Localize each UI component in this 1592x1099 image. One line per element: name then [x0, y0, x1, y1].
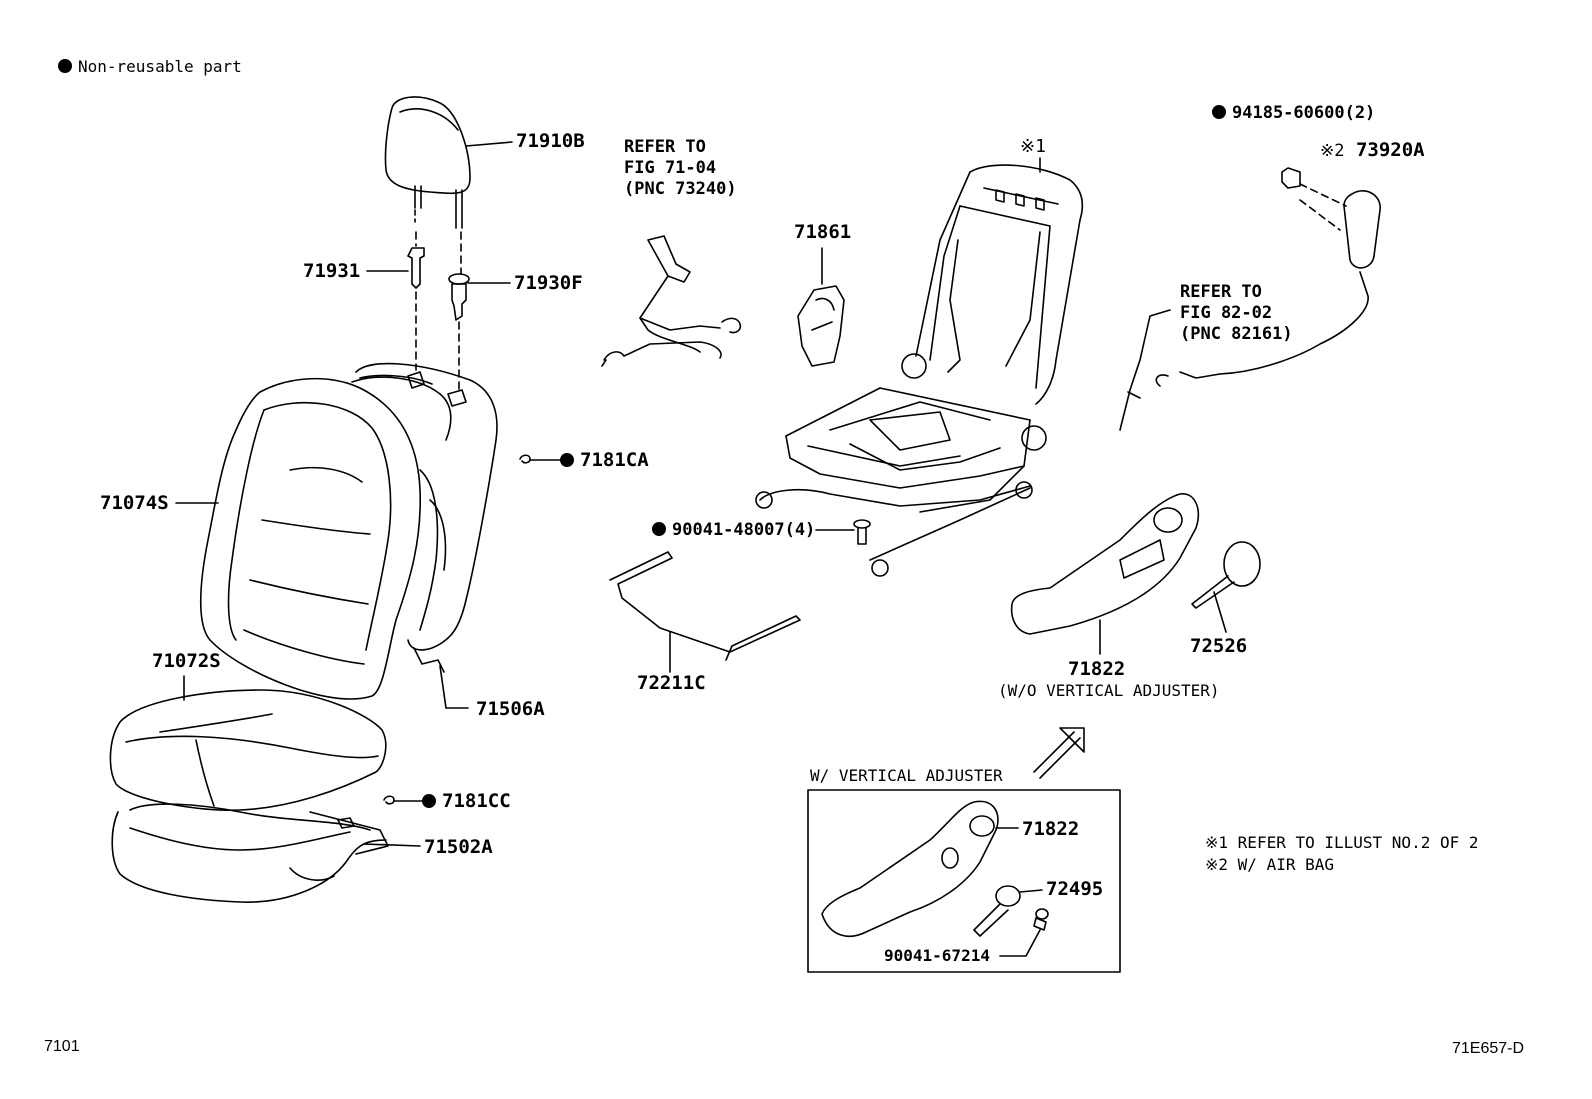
headrest-supports-drawing — [366, 231, 511, 393]
reference-seatbelt: REFER TO FIG 71-04 (PNC 73240) — [624, 137, 737, 200]
part-label-71074S: 71074S — [100, 492, 169, 514]
bolt-drawing — [815, 519, 871, 545]
part-number: 90041-48007(4) — [672, 520, 816, 540]
hog-ring-lower — [383, 795, 423, 805]
part-label-73920A: ※2 73920A — [1320, 141, 1425, 160]
part-label-71072S: 71072S — [152, 650, 221, 672]
part-label-72495: 72495 — [1046, 878, 1104, 900]
part-label-71930F: 71930F — [514, 272, 583, 294]
reference-line: FIG 82-02 — [1180, 303, 1273, 323]
part-label-71861: 71861 — [794, 221, 852, 243]
non-reusable-marker-icon — [58, 59, 72, 73]
part-number: 73920A — [1355, 139, 1425, 161]
legend-text: Non-reusable part — [78, 57, 242, 76]
inset-title: W/ VERTICAL ADJUSTER — [810, 766, 1003, 785]
inset-shield-drawing — [821, 800, 1049, 957]
knob-drawing — [1191, 541, 1261, 633]
non-reusable-marker-icon — [652, 522, 666, 536]
part-label-71822-inset: 71822 — [1022, 818, 1080, 840]
reference-line: REFER TO — [624, 137, 706, 157]
arrow-to-inset — [1033, 727, 1085, 779]
part-label-71931: 71931 — [303, 260, 361, 282]
part-number: 7181CC — [442, 790, 511, 812]
part-label-7181CC: 7181CC — [422, 792, 511, 811]
non-reusable-marker-icon — [422, 794, 436, 808]
part-number: 94185-60600(2) — [1232, 103, 1376, 123]
seatback-drawing — [175, 362, 498, 709]
part-label-71506A: 71506A — [476, 698, 545, 720]
hog-ring-upper — [519, 454, 561, 464]
airbag-note-mark: ※2 — [1320, 141, 1345, 161]
part-label-71822: 71822 — [1068, 658, 1126, 680]
diagram-code: 71E657-D — [1452, 1040, 1525, 1057]
airbag-drawing — [1155, 167, 1381, 387]
reference-line: (PNC 82161) — [1180, 324, 1293, 344]
non-reusable-marker-icon — [560, 453, 574, 467]
wiring-drawing — [1119, 309, 1171, 431]
part-label-72526: 72526 — [1190, 635, 1248, 657]
part-label-72211C: 72211C — [637, 672, 706, 694]
non-reusable-marker-icon — [1212, 105, 1226, 119]
reference-wiring: REFER TO FIG 82-02 (PNC 82161) — [1180, 282, 1293, 345]
part-label-71910B: 71910B — [516, 130, 585, 152]
footnotes: ※1 REFER TO ILLUST NO.2 OF 2 ※2 W/ AIR B… — [1205, 832, 1479, 877]
seat-cushion-drawing — [109, 675, 421, 903]
part-label-90041-48007: 90041-48007(4) — [652, 522, 815, 539]
seatbelt-buckle-drawing — [601, 235, 742, 367]
footnote-1: ※1 REFER TO ILLUST NO.2 OF 2 — [1205, 833, 1479, 852]
illustration-number: 7101 — [44, 1038, 80, 1055]
part-label-71822-note: (W/O VERTICAL ADJUSTER) — [998, 681, 1220, 700]
part-label-94185-60600: 94185-60600(2) — [1212, 105, 1375, 122]
footnote-2: ※2 W/ AIR BAG — [1205, 855, 1334, 875]
part-label-90041-67214: 90041-67214 — [884, 946, 990, 965]
reference-line: FIG 71-04 — [624, 158, 717, 178]
part-label-7181CA: 7181CA — [560, 451, 649, 470]
side-shield-drawing — [1010, 493, 1200, 655]
reference-line: (PNC 73240) — [624, 179, 737, 199]
part-label-71502A: 71502A — [424, 836, 493, 858]
inset-frame — [807, 789, 1121, 973]
side-cover-drawing — [797, 247, 845, 367]
frame-note-mark: ※1 — [1020, 136, 1046, 157]
part-number: 7181CA — [580, 449, 649, 471]
seat-frame-drawing — [755, 157, 1084, 577]
reference-line: REFER TO — [1180, 282, 1262, 302]
wire-drawing — [609, 551, 801, 673]
legend: Non-reusable part — [58, 56, 242, 78]
headrest-drawing — [384, 96, 513, 229]
